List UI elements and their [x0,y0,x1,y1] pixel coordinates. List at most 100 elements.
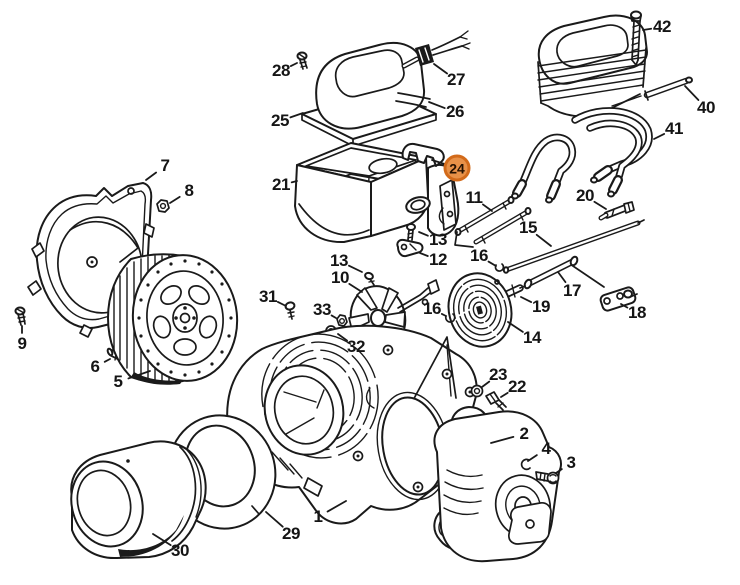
part-30-nozzle [70,440,207,560]
callout-3[interactable]: 3 [566,453,576,472]
callout-2[interactable]: 2 [519,424,529,443]
leader-line-17 [557,271,567,284]
part-13-screw-upper [406,223,416,241]
part-4-washer [520,458,531,471]
leader-line-25 [289,112,304,119]
callout-14[interactable]: 14 [523,328,541,347]
callout-1[interactable]: 1 [313,507,323,526]
callout-24[interactable]: 24 [443,154,471,182]
callout-10[interactable]: 10 [331,268,349,287]
leader-line-20 [593,200,607,210]
callout-17[interactable]: 17 [563,281,581,300]
callout-19[interactable]: 19 [532,297,550,316]
callout-6[interactable]: 6 [90,357,100,376]
leader-line-11 [482,203,493,212]
part-42-screw [630,10,642,66]
part-33-nut [336,314,348,327]
callout-41[interactable]: 41 [665,119,683,138]
leader-line-42 [642,27,653,31]
callout-21[interactable]: 21 [272,175,290,194]
part-15-tube [502,219,645,274]
callout-32[interactable]: 32 [347,337,365,356]
callout-15[interactable]: 15 [519,218,537,237]
part-14-spiral-hose [447,272,513,348]
callout-13-2[interactable]: 13 [330,251,348,270]
callout-16[interactable]: 16 [470,246,488,265]
leader-line-13 [348,264,363,273]
leader-line-29 [265,511,284,528]
leader-line-16 [487,260,497,267]
callout-25[interactable]: 25 [271,111,289,130]
leader-line-19 [520,296,533,303]
leader-line-30 [152,533,172,547]
callout-23[interactable]: 23 [489,365,507,384]
leader-line-27 [433,63,449,75]
callout-18[interactable]: 18 [628,303,646,322]
callout-28[interactable]: 28 [272,61,290,80]
leader-line-23 [481,380,491,388]
leader-line-40 [684,85,700,101]
part-17-tube [523,255,605,290]
leader-lines [21,27,700,547]
callout-16-2[interactable]: 16 [423,299,441,318]
callout-20[interactable]: 20 [576,186,594,205]
leader-line-14 [507,321,524,333]
callout-27[interactable]: 27 [447,70,465,89]
part-20-connector [598,201,635,221]
callout-30[interactable]: 30 [171,541,189,560]
part-41-hoses [511,107,653,204]
callout-9[interactable]: 9 [17,334,27,353]
leader-line-2 [490,435,515,444]
leader-line-21 [290,180,298,184]
callout-22[interactable]: 22 [508,377,526,396]
leader-line-5 [127,370,151,380]
callout-4[interactable]: 4 [541,439,551,458]
leader-line-1 [326,500,347,513]
part-18-bracket [599,286,638,312]
part-21-shroud [294,142,460,244]
part-2-engine [433,406,562,563]
callout-11[interactable]: 11 [465,188,483,207]
leader-line-13 [418,231,429,237]
callout-12[interactable]: 12 [429,250,447,269]
part-28-screw [296,51,308,70]
leader-line-24 [431,159,446,165]
part-12-plate [396,238,424,258]
part-8-nut [156,199,170,213]
callout-8[interactable]: 8 [184,181,194,200]
callout-13[interactable]: 13 [429,230,447,249]
part-3-screw [535,471,560,485]
leader-line-7 [145,171,158,181]
part-25-ignition-module [301,30,471,147]
part-40-cable [611,76,693,107]
leader-line-8 [169,195,181,204]
part-16-ring-upper [494,263,505,272]
callout-31[interactable]: 31 [259,287,277,306]
leader-line-16 [440,313,447,317]
part-24-clamp [401,142,445,167]
leader-line-15 [535,233,552,247]
part-5-blower-drum [107,253,239,385]
callout-33[interactable]: 33 [313,300,331,319]
leader-line-12 [419,252,429,257]
callout-42[interactable]: 42 [653,17,671,36]
callout-5[interactable]: 5 [113,372,123,391]
leader-line-3 [555,468,563,474]
leader-line-22 [500,391,509,398]
callout-40[interactable]: 40 [697,98,715,117]
leader-line-10 [348,283,363,293]
part-23-washer [470,384,484,398]
leader-line-28 [289,62,298,67]
callout-7[interactable]: 7 [160,156,170,175]
callout-26[interactable]: 26 [446,102,464,121]
part-transformer-unit [537,14,648,118]
callout-29[interactable]: 29 [282,524,300,543]
part-13-screw-lower [364,271,375,286]
leader-line-41 [653,133,666,140]
part-22-screw [485,391,507,411]
leader-line-33 [330,314,337,319]
part-11-tubes [454,196,532,248]
part-16-ring-lower [444,313,456,323]
